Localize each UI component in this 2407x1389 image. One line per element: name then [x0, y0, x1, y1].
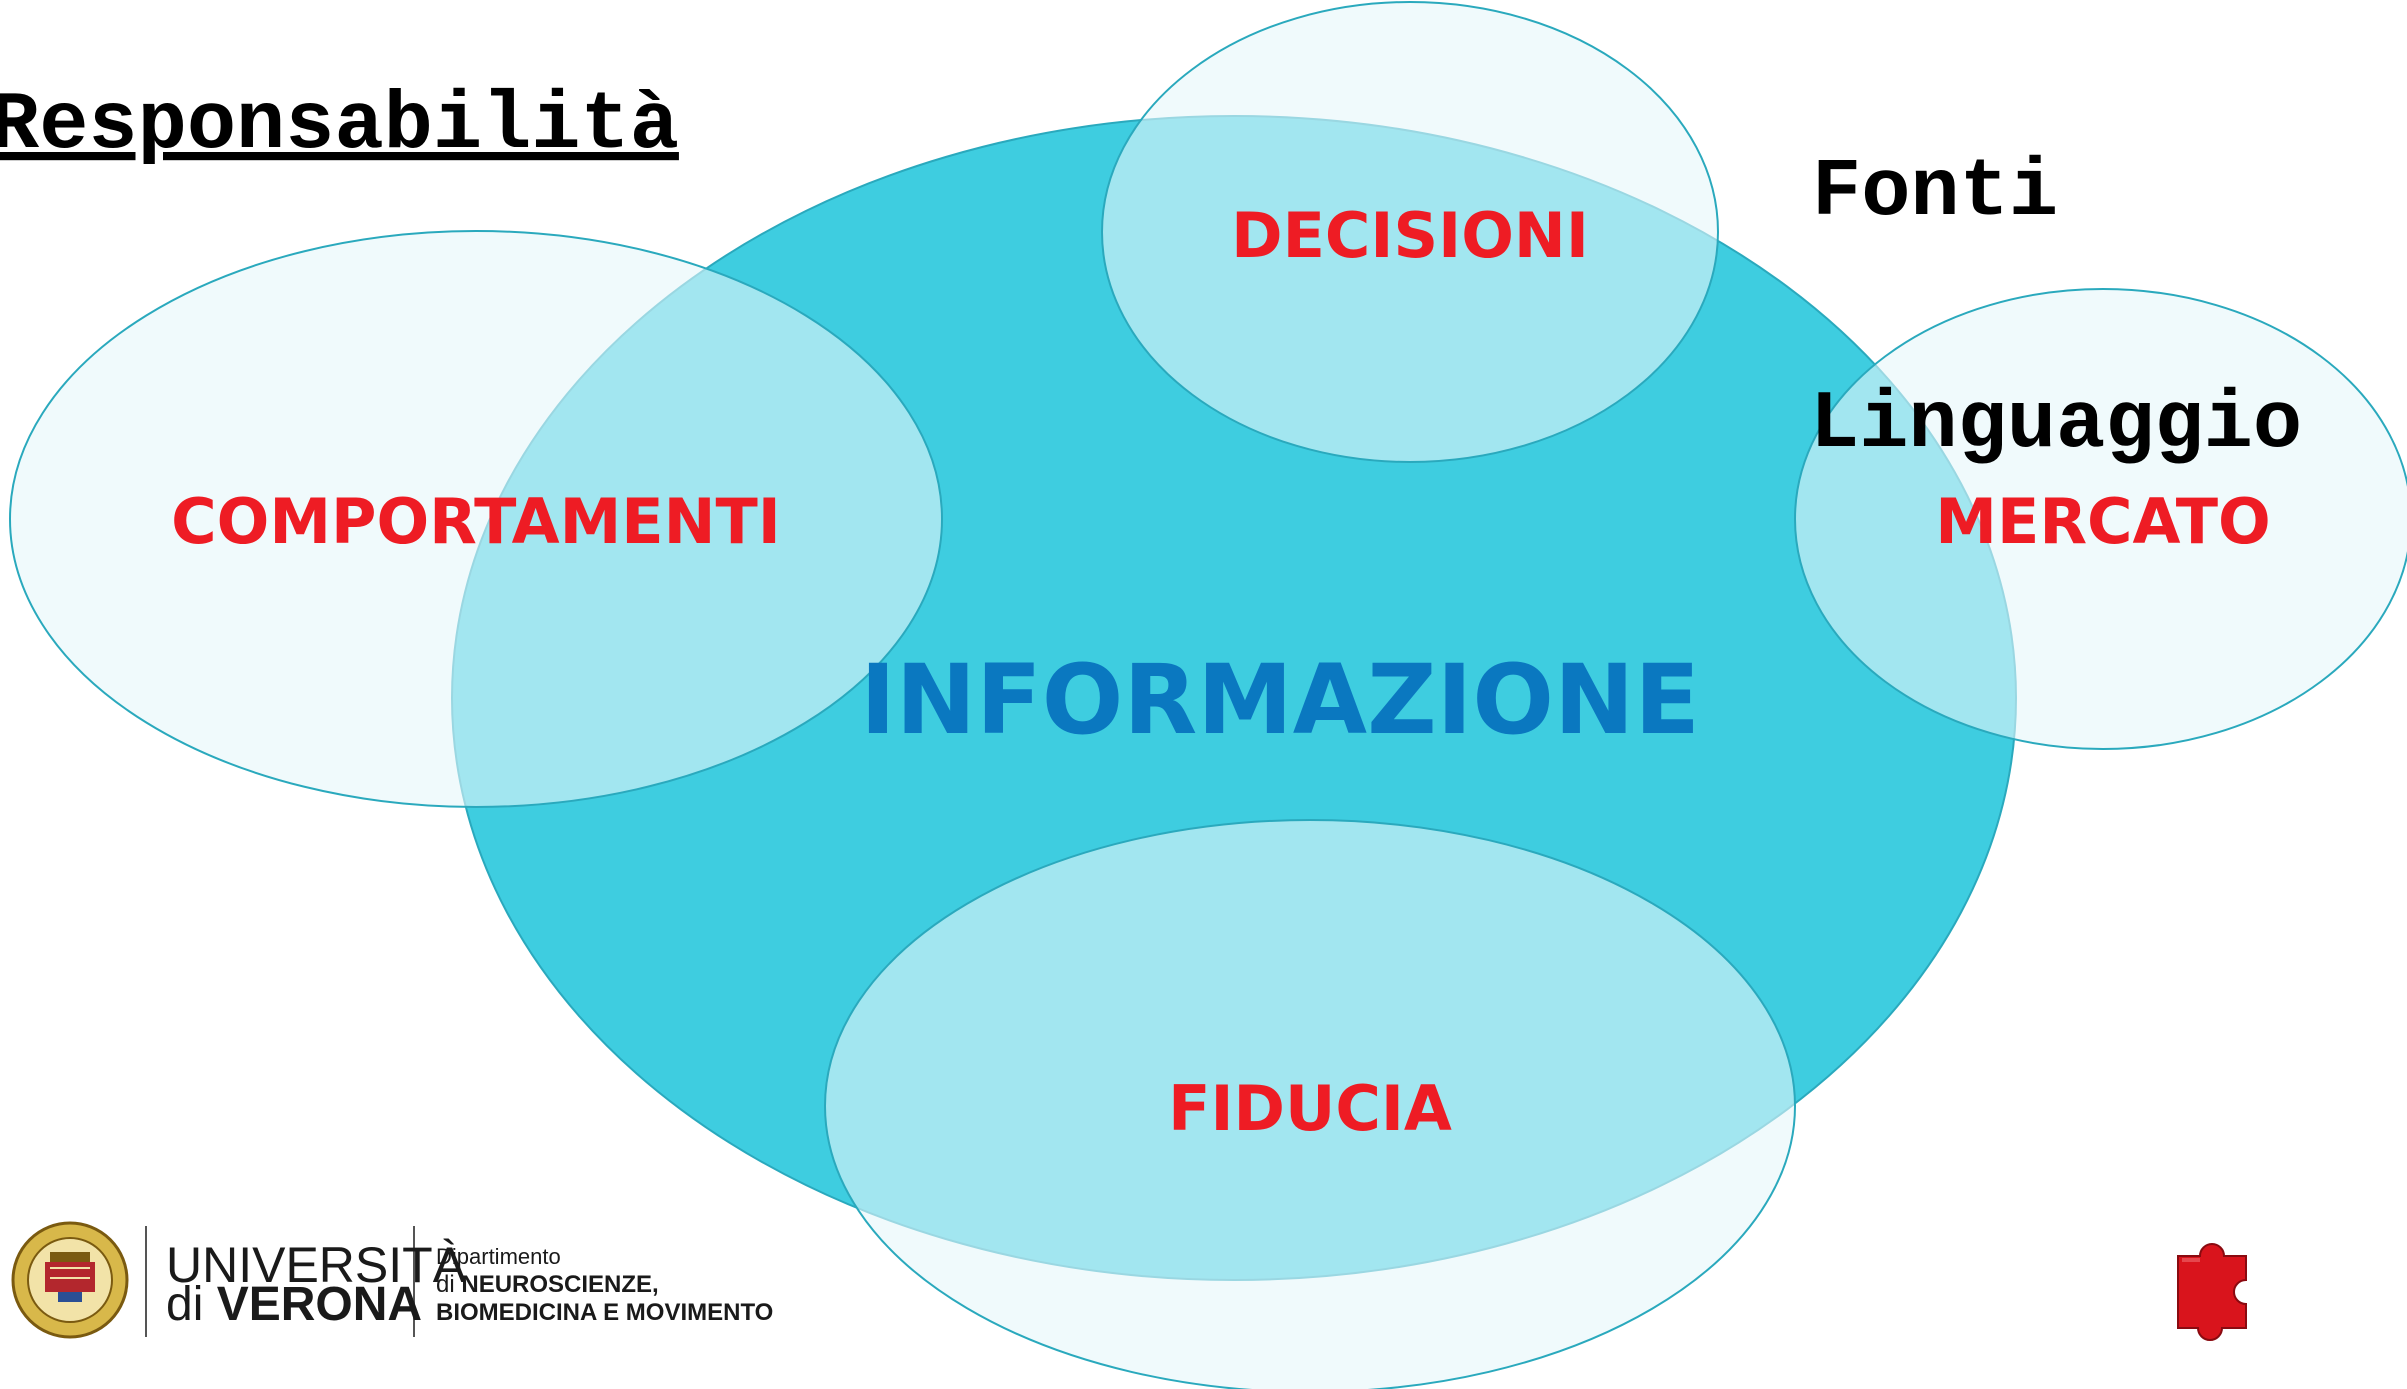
- ellipse-fiducia: [824, 819, 1796, 1389]
- university-name-line2-bold: VERONA: [217, 1278, 422, 1331]
- label-fiducia: FIDUCIA: [1168, 1072, 1452, 1145]
- center-label: INFORMAZIONE: [860, 644, 1700, 756]
- university-seal-icon: [11, 1221, 129, 1339]
- department-line2-prefix: di: [436, 1271, 461, 1298]
- ellipse-comportamenti: [9, 230, 943, 808]
- label-comportamenti: COMPORTAMENTI: [171, 485, 781, 558]
- word-fonti: Fonti: [1812, 146, 2058, 239]
- department-line3: BIOMEDICINA E MOVIMENTO: [436, 1299, 773, 1326]
- department-line2: di NEUROSCIENZE,: [436, 1271, 659, 1298]
- university-name-line2-prefix: di: [166, 1278, 217, 1331]
- puzzle-piece-icon: [2177, 1243, 2247, 1341]
- department-line1: Dipartimento: [436, 1244, 561, 1269]
- word-responsabilita: Responsabilità: [0, 79, 679, 172]
- ellipse-mercato: [1794, 288, 2407, 750]
- label-decisioni: DECISIONI: [1231, 199, 1589, 272]
- university-name-line2: di VERONA: [166, 1278, 422, 1331]
- word-linguaggio: Linguaggio: [1810, 378, 2302, 471]
- label-mercato: MERCATO: [1935, 485, 2270, 558]
- department-line2-bold: NEUROSCIENZE,: [461, 1271, 658, 1298]
- ellipse-decisioni: [1101, 1, 1719, 463]
- university-name-line1: UNIVERSITÀ: [166, 1237, 467, 1293]
